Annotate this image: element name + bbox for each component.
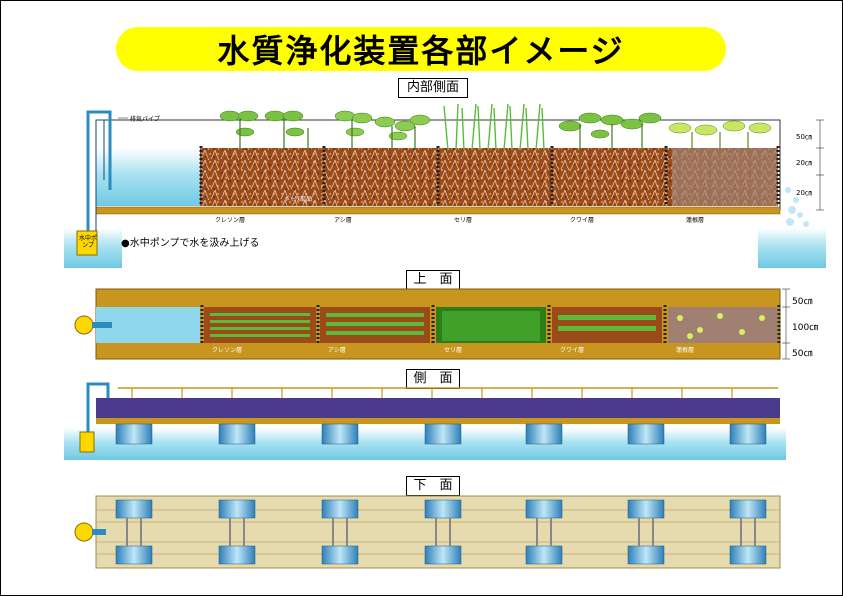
top-inlet-water xyxy=(96,307,200,343)
top-bed-label-1: クレソン層 xyxy=(212,347,243,354)
lotus-bed xyxy=(672,148,778,206)
intake-pipe xyxy=(86,110,112,237)
top-bed-label-4: クワイ層 xyxy=(560,347,585,354)
dim-top-2: 100㎝ xyxy=(792,323,819,333)
dim-side-3: 20㎝ xyxy=(796,189,812,197)
side-view-hull xyxy=(96,398,780,418)
bottom-floats xyxy=(115,499,767,565)
title-banner: 水質浄化装置各部イメージ xyxy=(116,27,726,71)
bottom-pump-icon xyxy=(74,522,94,542)
outlet-water xyxy=(758,228,826,268)
dim-side-2: 20㎝ xyxy=(796,159,812,167)
pump-label: 水中ポンプ xyxy=(79,235,98,249)
bed-label-4: クワイ層 xyxy=(570,217,595,224)
dim-top-3: 50㎝ xyxy=(792,349,813,359)
top-pump-icon xyxy=(74,315,94,335)
section-label-side: 側 面 xyxy=(406,369,460,389)
top-bed-label-5: 蓮根層 xyxy=(676,347,695,354)
side-floats xyxy=(115,423,767,445)
exhaust-pipe-label: 排気パイプ xyxy=(130,116,161,123)
bed-label-1: クレソン層 xyxy=(215,217,246,224)
dim-top-1: 50㎝ xyxy=(792,297,813,307)
outlet-spray xyxy=(785,187,809,227)
bed-label-2: アシ層 xyxy=(334,217,352,224)
pump-note: ●水中ポンプで水を汲み上げる xyxy=(121,238,260,249)
bed-label-3: セリ層 xyxy=(454,217,473,224)
plants-group xyxy=(219,103,772,151)
inlet-water xyxy=(96,148,200,206)
section-label-bottom: 下 面 xyxy=(406,476,460,496)
bed-label-5: 蓮根層 xyxy=(686,217,705,224)
section-label-top: 上 面 xyxy=(406,270,460,290)
tank-base xyxy=(95,206,781,215)
side-pump-icon xyxy=(79,431,95,453)
top-bed-label-3: セリ層 xyxy=(444,347,463,354)
page-title: 水質浄化装置各部イメージ xyxy=(217,32,625,70)
top-bed-label-2: アシ層 xyxy=(328,347,346,354)
section-label-interior: 内部側面 xyxy=(398,78,468,98)
dim-side-1: 50㎝ xyxy=(796,133,812,141)
cap-tag: ﾎﾞｯｸｽ部品 xyxy=(285,196,313,203)
pump-icon xyxy=(76,230,98,256)
